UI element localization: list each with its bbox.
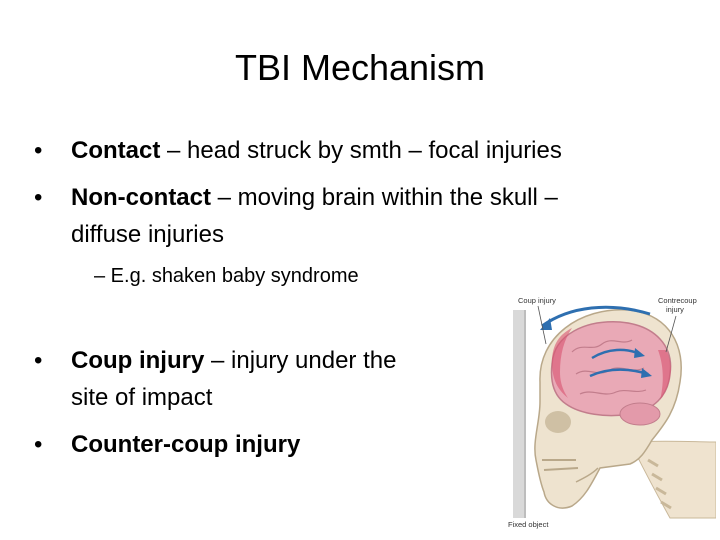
bullet-dot: • <box>34 347 43 374</box>
teeth <box>542 459 579 471</box>
bullet-bold: Contact <box>71 137 161 164</box>
bullet-bold: Coup injury <box>71 347 205 374</box>
fixed-object-wall <box>513 310 524 518</box>
label-contrecoup-line1: Contrecoup <box>658 296 697 305</box>
label-contrecoup-line2: injury <box>666 305 684 314</box>
bullet-text: – moving brain within the skull – <box>211 184 558 211</box>
neck <box>629 440 716 519</box>
motion-arrow-top <box>541 305 651 328</box>
vertebrae <box>647 458 672 510</box>
sub-bullet-shaken-baby: – E.g. shaken baby syndrome <box>94 265 359 287</box>
brain <box>550 321 672 417</box>
arrowhead-mid <box>634 348 645 358</box>
bullet-bold: Counter-coup injury <box>71 431 301 458</box>
label-coup-injury: Coup injury <box>518 296 556 305</box>
head-diagram: Coup injury Contrecoup injury Fixed obje… <box>508 296 716 529</box>
arrowhead-top <box>540 318 552 330</box>
jaw <box>575 467 599 483</box>
bullet-text: – injury under the <box>204 347 397 374</box>
bullet-dot: • <box>34 184 43 211</box>
eye-socket <box>545 411 571 433</box>
slide-title: TBI Mechanism <box>234 47 486 88</box>
cerebellum <box>619 402 661 426</box>
coup-contrecoup-illustration: Coup injury Contrecoup injury Fixed obje… <box>480 292 716 532</box>
bullet-dot: • <box>34 431 43 458</box>
coup-injury-area <box>552 328 572 398</box>
bullet-text: – head struck by smth – focal injuries <box>160 137 562 164</box>
bullet-bold: Non-contact <box>71 184 211 211</box>
bullet-dot: • <box>34 137 43 164</box>
label-fixed-object: Fixed object <box>508 520 549 529</box>
coup-pointer <box>537 305 547 345</box>
contrecoup-pointer <box>665 315 677 353</box>
contrecoup-injury-area <box>658 350 671 400</box>
arrowhead-low <box>641 368 652 378</box>
